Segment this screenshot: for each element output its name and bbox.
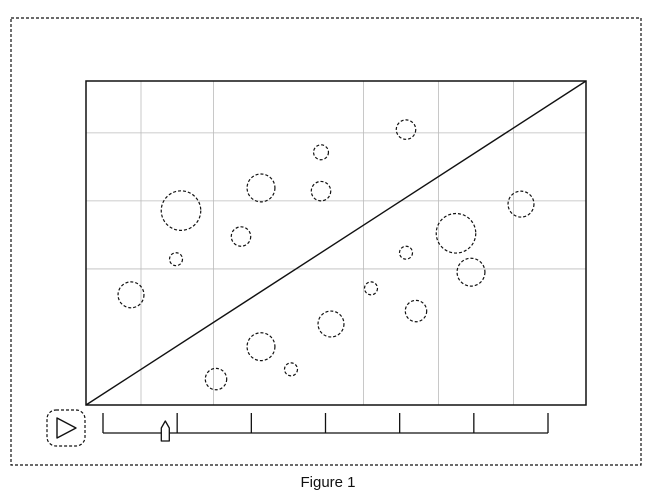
data-point	[317, 310, 345, 338]
slider-thumb-icon[interactable]	[160, 420, 170, 442]
slider-ticks	[102, 413, 549, 433]
figure-caption: Figure 1	[300, 474, 356, 491]
diagonal-reference-line	[85, 80, 587, 406]
data-point	[310, 180, 332, 202]
data-point	[160, 190, 202, 231]
data-point	[456, 257, 486, 287]
data-point	[435, 212, 477, 254]
play-icon	[56, 417, 77, 439]
figure-frame	[10, 17, 642, 466]
plot-frame	[85, 80, 587, 406]
data-point	[363, 281, 379, 296]
data-point	[398, 245, 414, 260]
data-points	[117, 119, 535, 391]
play-button[interactable]	[46, 409, 86, 447]
data-point	[507, 190, 535, 218]
data-point	[404, 299, 428, 323]
data-point	[117, 281, 145, 309]
data-point	[283, 362, 299, 377]
scatter-plot	[85, 80, 587, 406]
data-point	[395, 119, 417, 140]
timeline-slider[interactable]	[102, 413, 549, 442]
data-point	[312, 144, 330, 161]
data-point	[246, 332, 276, 362]
plot-grid	[86, 81, 586, 405]
data-point	[204, 367, 228, 391]
data-point	[168, 252, 184, 267]
data-point	[246, 173, 276, 203]
data-point	[230, 226, 252, 247]
